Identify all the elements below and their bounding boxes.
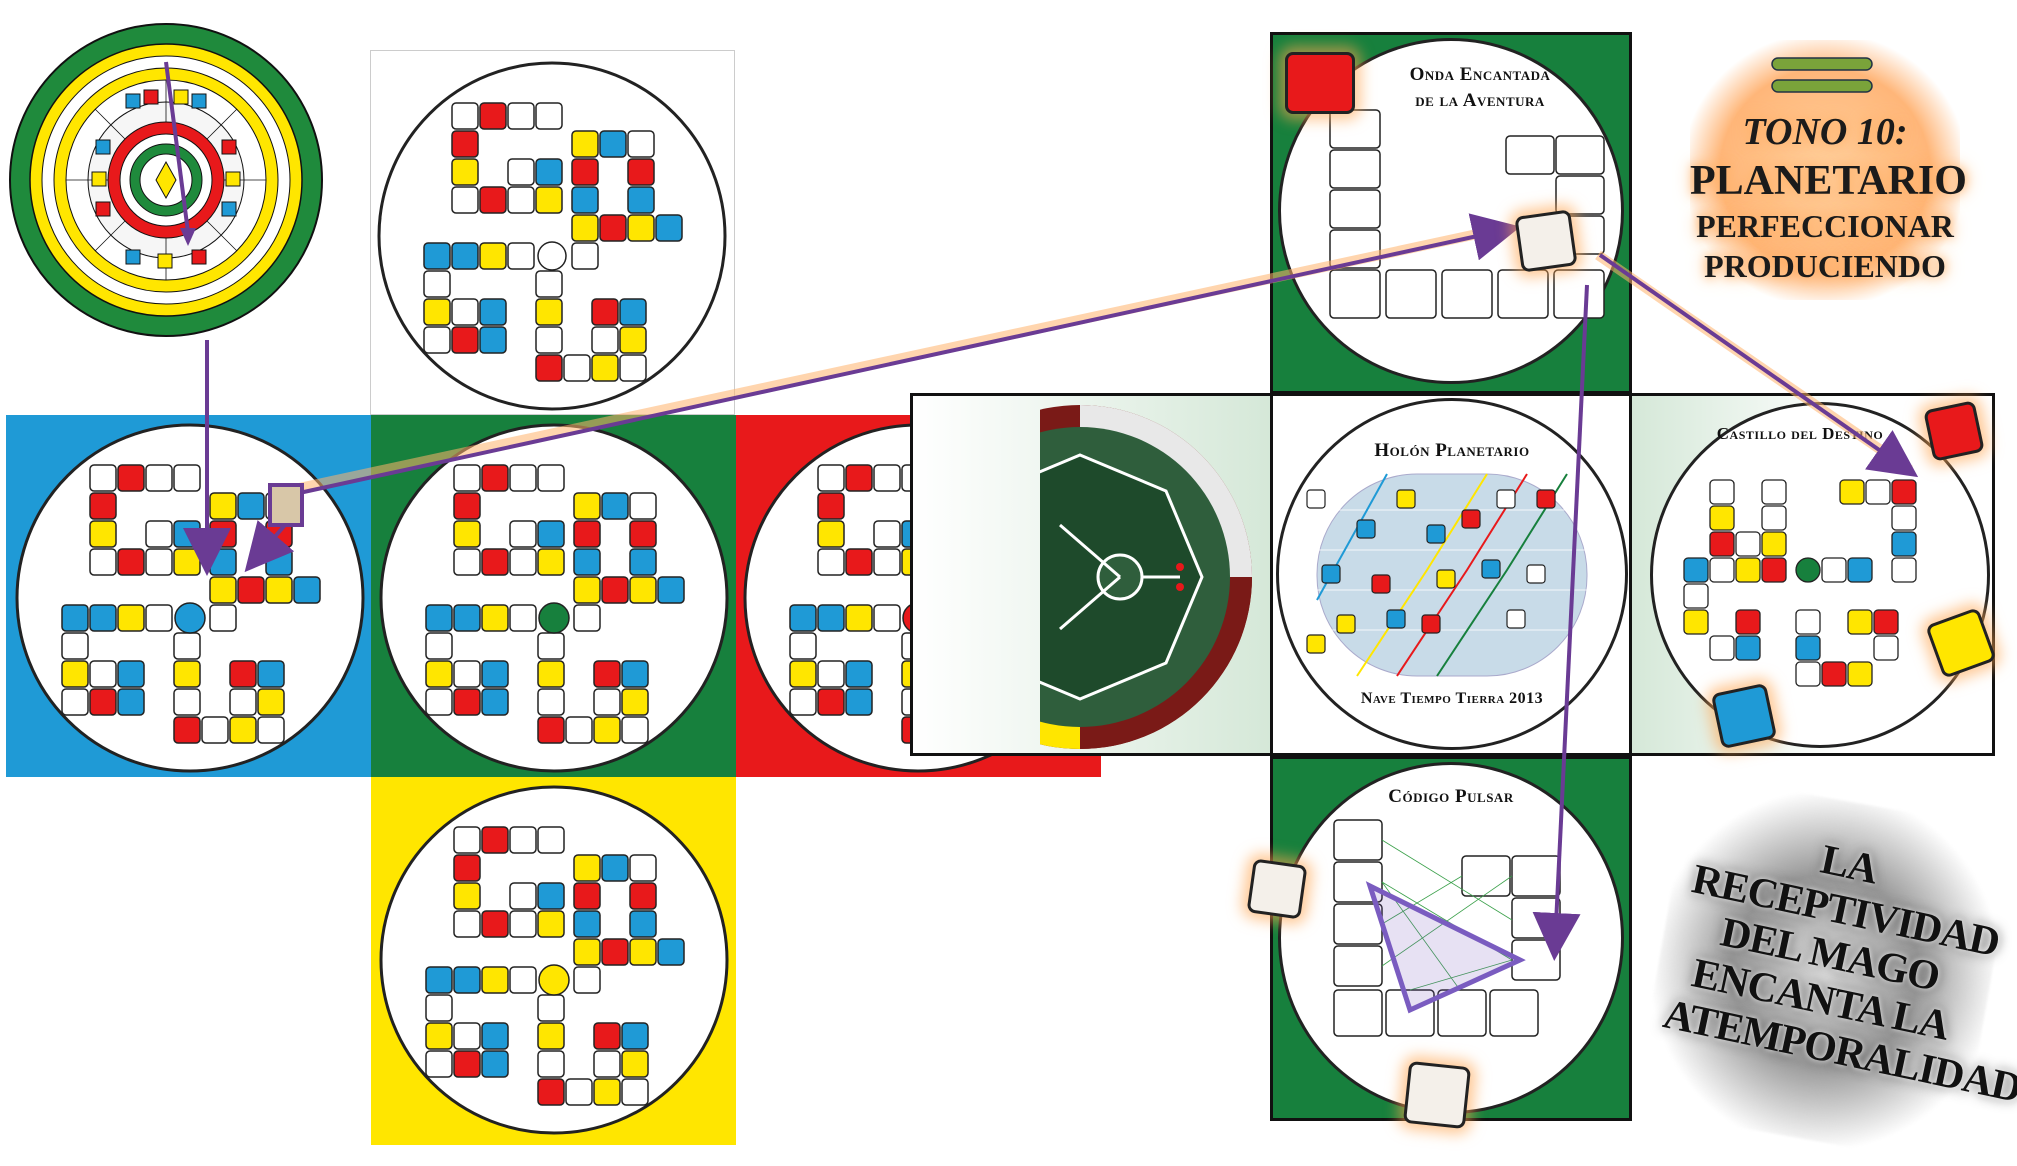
red-moon-card-icon (1285, 52, 1355, 114)
white-wind-card-icon (1514, 209, 1578, 273)
tone-number: TONO 10: (1742, 111, 1908, 153)
castillo-title: Castillo del Destino (1716, 424, 1884, 443)
holon-footer: Nave Tiempo Tierra 2013 (1360, 690, 1544, 707)
tone-bars-icon (1771, 57, 1873, 93)
white-mirror-card-icon (1246, 858, 1308, 920)
onda-title-line1: Onda Encantada (1409, 64, 1551, 85)
wave-circle-green (379, 423, 729, 773)
pulsar-title: Código Pulsar (1388, 786, 1514, 807)
white-world-card-icon (1402, 1060, 1472, 1130)
tone-name: PLANETARIO (1690, 158, 1967, 204)
holon-title: Holón Planetario (1374, 440, 1530, 461)
tone-power: PRODUCIENDO (1704, 248, 1946, 284)
tone-action: PERFECCIONAR (1696, 208, 1954, 244)
blue-storm-card-icon (1710, 682, 1778, 750)
wave-circle-yellow (379, 785, 729, 1135)
onda-title-line2: de la Aventura (1415, 90, 1545, 111)
wave-circle-top (377, 61, 727, 411)
red-dragon-card-icon (1923, 400, 1985, 462)
holon-wheel (1040, 405, 1252, 749)
calendar-wheel (9, 23, 323, 337)
holon-map (1306, 473, 1588, 677)
castillo-layout (1683, 479, 1917, 687)
